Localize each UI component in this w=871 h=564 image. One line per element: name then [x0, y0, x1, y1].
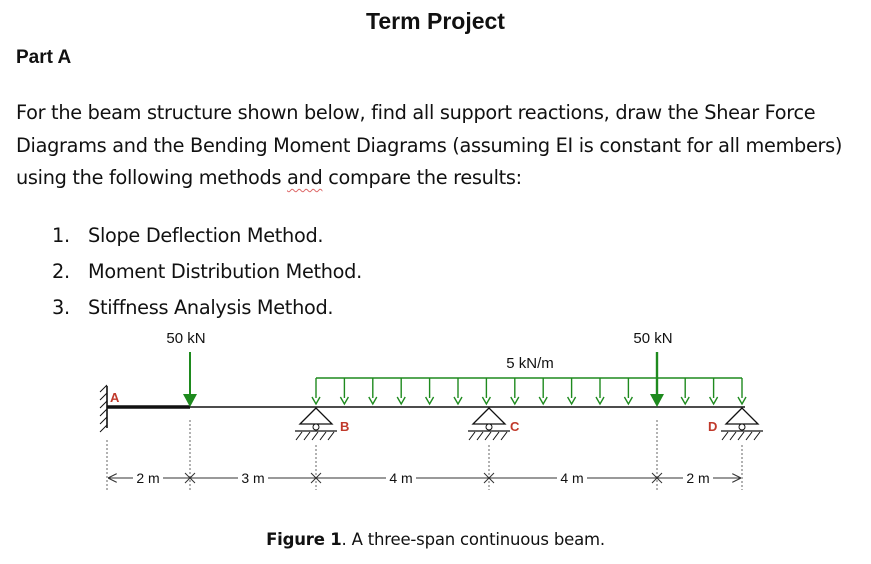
- distributed-load-arrow: [311, 378, 321, 406]
- dimension-label: 2 m: [136, 470, 159, 486]
- point-load-1: [183, 352, 197, 407]
- pin-support-b: [295, 407, 337, 441]
- label-c: C: [510, 419, 520, 434]
- intro-line-1: For the beam structure shown below, find…: [16, 101, 816, 124]
- page-title: Term Project: [366, 8, 505, 34]
- dimension-label: 4 m: [560, 470, 583, 486]
- point-load-2: [650, 352, 664, 407]
- distributed-load: [311, 377, 747, 406]
- list-item: 2. Moment Distribution Method.: [52, 254, 362, 290]
- distributed-load-arrow: [538, 378, 548, 406]
- list-item: 1. Slope Deflection Method.: [52, 218, 362, 254]
- distributed-load-arrow: [708, 378, 719, 406]
- point-load-2-label: 50 kN: [633, 330, 672, 347]
- dimension-label: 3 m: [241, 470, 264, 486]
- distributed-load-arrow: [339, 378, 350, 406]
- list-number: 3.: [52, 296, 70, 319]
- distributed-load-arrow: [481, 378, 492, 406]
- point-load-1-label: 50 kN: [166, 330, 205, 347]
- distributed-load-label: 5 kN/m: [506, 355, 554, 372]
- distributed-load-arrow: [453, 378, 463, 406]
- list-number: 1.: [52, 224, 70, 247]
- list-label: Stiffness Analysis Method.: [88, 296, 334, 319]
- caption-figure-number: Figure 1: [266, 530, 342, 549]
- dimension-label: 2 m: [686, 470, 709, 486]
- distributed-load-arrow: [424, 378, 435, 406]
- dimension-extension-lines: [106, 420, 743, 490]
- intro-line-3b: and: [287, 166, 323, 189]
- intro-line-3a: using the following methods: [16, 166, 288, 189]
- pin-support-d: [721, 407, 763, 441]
- part-heading: Part A: [16, 47, 72, 68]
- list-label: Moment Distribution Method.: [88, 260, 362, 283]
- distributed-load-arrow: [623, 378, 634, 406]
- label-d: D: [708, 419, 717, 434]
- distributed-load-arrow: [510, 378, 520, 406]
- figure-caption: Figure 1. A three-span continuous beam.: [0, 530, 871, 549]
- distributed-load-arrow: [737, 378, 747, 406]
- distributed-load-arrow: [595, 378, 605, 406]
- pin-support-c: [468, 407, 510, 441]
- dimension-line: [108, 472, 741, 484]
- list-number: 2.: [52, 260, 70, 283]
- intro-line-3c: compare the results:: [322, 166, 522, 189]
- intro-line-2: Diagrams and the Bending Moment Diagrams…: [16, 133, 843, 157]
- fixed-support-a: [99, 384, 108, 433]
- label-a: A: [110, 390, 120, 405]
- distributed-load-arrow: [396, 378, 406, 406]
- list-item: 3. Stiffness Analysis Method.: [52, 290, 362, 326]
- methods-list: 1. Slope Deflection Method. 2. Moment Dist…: [52, 218, 362, 326]
- list-label: Slope Deflection Method.: [88, 224, 324, 247]
- distributed-load-arrow: [368, 378, 378, 406]
- label-b: B: [340, 419, 349, 434]
- dimension-label: 4 m: [389, 470, 412, 486]
- caption-text: . A three-span continuous beam.: [341, 530, 606, 549]
- distributed-load-arrow: [680, 378, 690, 406]
- distributed-load-arrow: [566, 378, 577, 406]
- problem-statement: For the beam structure shown below, find…: [16, 97, 861, 195]
